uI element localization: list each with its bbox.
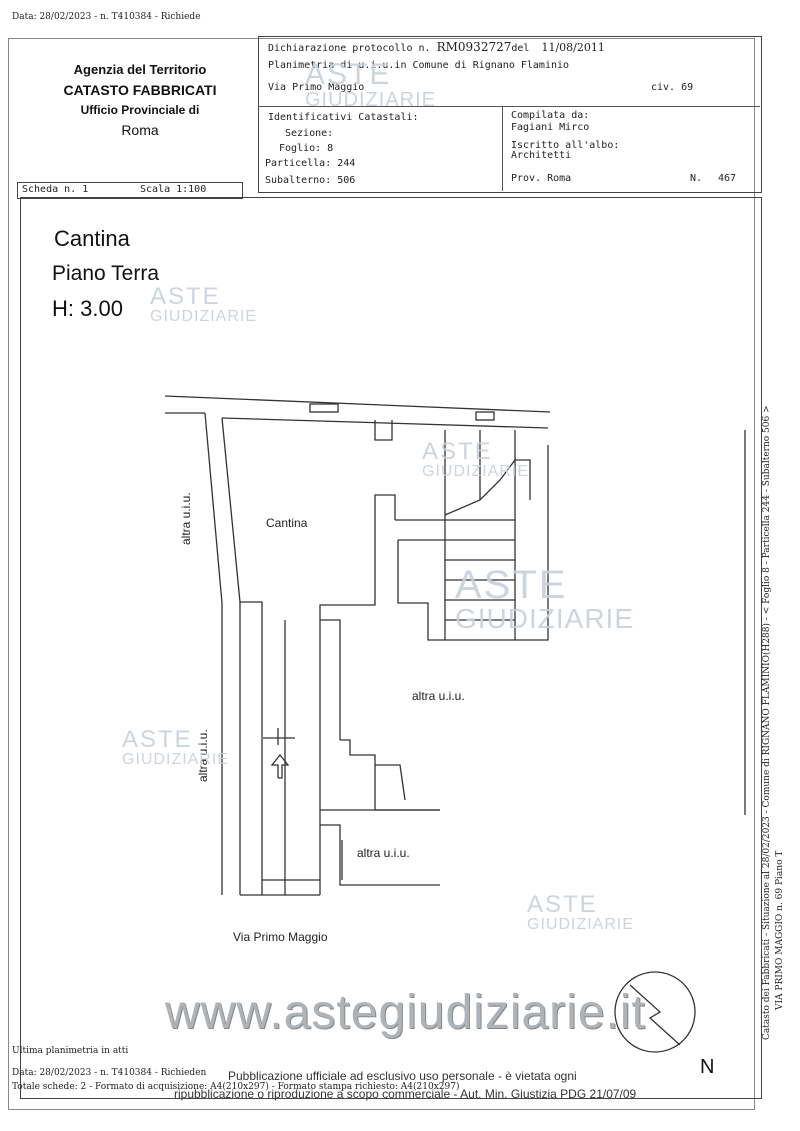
page-frame (8, 38, 755, 1110)
plan-line: Planimetria di u.i.u.in Comune di Rignan… (268, 60, 570, 71)
office-line1: Agenzia del Territorio (73, 62, 207, 77)
sezione: Sezione: (285, 128, 334, 139)
protocol-line: Dichiarazione protocollo n. RM0932727del… (268, 40, 605, 54)
compiler-name: Fagiani Mirco (511, 122, 590, 133)
particella: Particella: 244 (265, 158, 356, 169)
albo-label: Iscritto all'albo: (511, 140, 620, 151)
number-value: 467 (718, 173, 737, 184)
number-label: N. (690, 173, 703, 184)
stamp-top: Data: 28/02/2023 - n. T410384 - Richiede (12, 12, 201, 22)
pub-line-1: Pubblicazione ufficiale ad esclusivo uso… (228, 1069, 577, 1083)
scheda-box (17, 182, 243, 199)
pub-line-2: ripubblicazione o riproduzione a scopo c… (174, 1087, 637, 1101)
header-divider (258, 106, 760, 107)
label-altra-mid: altra u.i.u. (412, 689, 465, 703)
header-col-divider (502, 106, 503, 191)
subalterno: Subalterno: 506 (265, 175, 356, 186)
last-plan-note: Ultima planimetria in atti (12, 1046, 129, 1056)
label-street: Via Primo Maggio (233, 930, 328, 944)
civ-number: civ. 69 (651, 82, 694, 93)
office-line2: CATASTO FABBRICATI (63, 82, 217, 98)
floor-height: H: 3.00 (52, 296, 123, 321)
drawing-frame (20, 197, 762, 1099)
albo-value: Architetti (511, 150, 572, 161)
label-cantina: Cantina (266, 516, 308, 530)
label-altra-low: altra u.i.u. (357, 846, 410, 860)
floor-title: Cantina (54, 226, 130, 251)
compiler-title: Compilata da: (511, 110, 590, 121)
plan-walls (164, 395, 746, 896)
prov: Prov. Roma (511, 173, 572, 184)
north-arrow (614, 971, 696, 1053)
scala: Scala 1:100 (140, 184, 207, 195)
office-line3: Ufficio Provinciale di (80, 103, 200, 117)
label-altra-left-top: altra u.i.u. (179, 492, 193, 545)
side-text-1: Catasto dei Fabbricati - Situazione al 2… (762, 405, 772, 1040)
scheda: Scheda n. 1 (22, 184, 89, 195)
floor-level: Piano Terra (52, 262, 160, 285)
foglio: Foglio: 8 (279, 143, 334, 154)
side-text-2: VIA PRIMO MAGGIO n. 69 Piano T (775, 850, 785, 1010)
address-line: Via Primo Maggio (268, 82, 365, 93)
stamp-bottom-1: Data: 28/02/2023 - n. T410384 - Richiede… (12, 1068, 207, 1078)
site-watermark: www.astegiudiziarie.it (165, 986, 646, 1039)
identifiers-title: Identificativi Catastali: (268, 112, 419, 123)
north-label: N (700, 1056, 715, 1078)
office-line4: Roma (121, 122, 159, 138)
header-box (258, 36, 762, 193)
stamp-bottom-2: Totale schede: 2 - Formato di acquisizio… (12, 1082, 460, 1092)
